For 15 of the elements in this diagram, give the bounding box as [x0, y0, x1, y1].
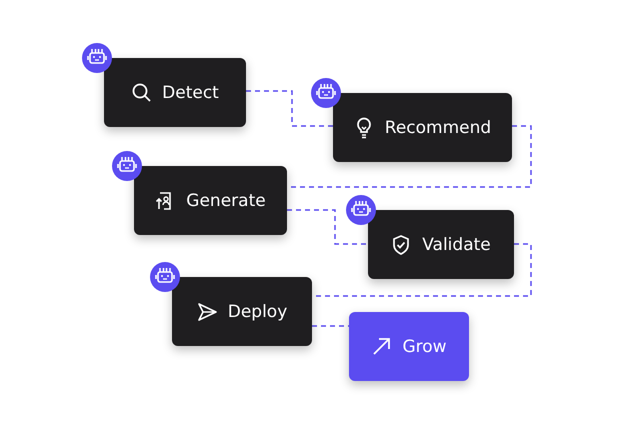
- step-card: [172, 277, 312, 346]
- dashed-connector: [287, 209, 368, 245]
- step-card: [134, 166, 287, 235]
- step-label: Deploy: [228, 302, 288, 322]
- step-label: Detect: [162, 82, 219, 102]
- dashed-connector: [312, 325, 349, 327]
- step-card: [104, 58, 246, 127]
- highlighted-step-card: [349, 312, 469, 381]
- step-label: Validate: [422, 234, 491, 254]
- dashed-connector: [246, 90, 333, 127]
- step-label: Recommend: [384, 118, 492, 138]
- step-label: Generate: [186, 190, 266, 210]
- step-card: [333, 93, 512, 162]
- step-card: [368, 210, 514, 279]
- step-label: Grow: [402, 336, 447, 356]
